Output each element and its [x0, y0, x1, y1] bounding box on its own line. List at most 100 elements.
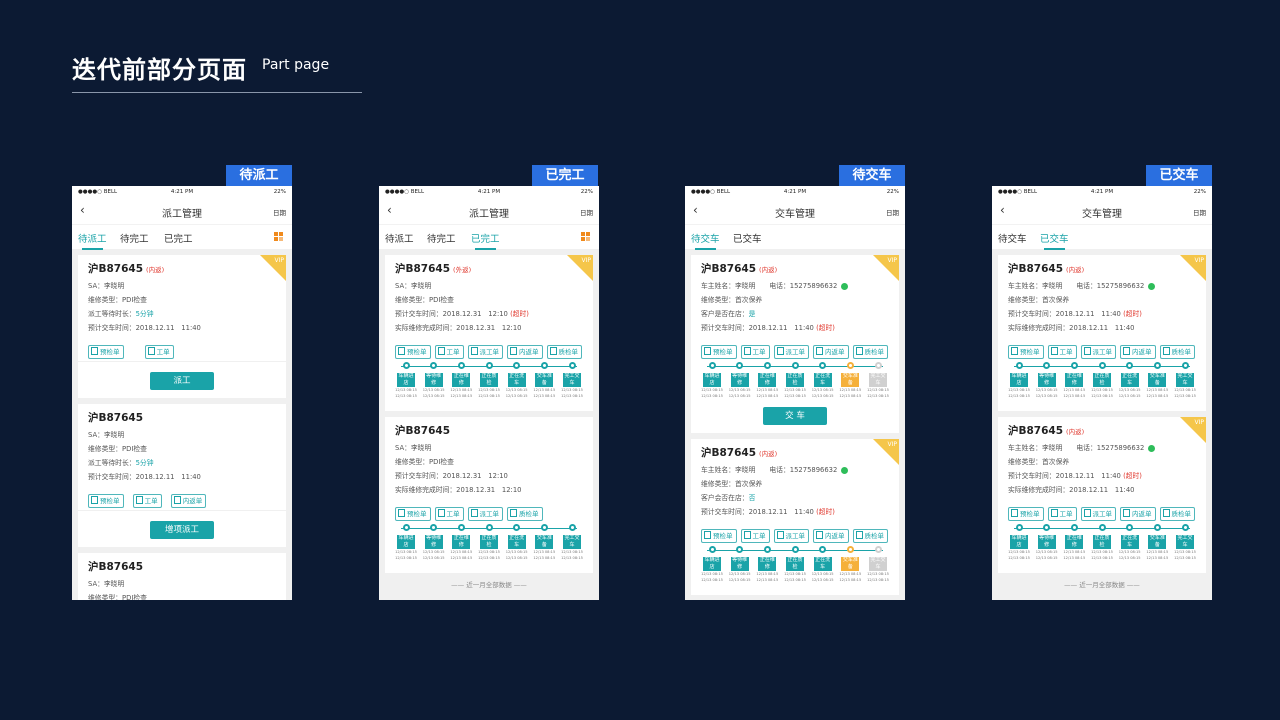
- tab-pending-finish[interactable]: 待完工: [120, 234, 149, 245]
- work-order-button[interactable]: 工单: [740, 345, 770, 359]
- date-filter-button[interactable]: 日期: [1193, 209, 1206, 217]
- phone-icon[interactable]: [1148, 282, 1156, 290]
- stage-time: 12/13 08:15: [450, 394, 473, 398]
- tab-finished[interactable]: 已完工: [471, 231, 500, 250]
- rework-order-button[interactable]: 内返单: [507, 345, 543, 359]
- stage-time: 12/13 08:15: [533, 556, 556, 560]
- stage-dot: [485, 362, 493, 369]
- stage-dot: [1126, 524, 1134, 531]
- stage-time: 12/13 08:15: [1118, 550, 1141, 554]
- dispatch-order-button[interactable]: 派工单: [773, 529, 809, 543]
- back-icon[interactable]: ‹: [387, 203, 392, 217]
- tab-pending-delivery[interactable]: 待交车: [691, 231, 720, 250]
- deliver-button[interactable]: 交 车: [763, 407, 827, 425]
- tab-pending-dispatch[interactable]: 待派工: [385, 234, 414, 245]
- date-filter-button[interactable]: 日期: [273, 209, 286, 217]
- rework-order-button[interactable]: 内返单: [1120, 507, 1156, 521]
- precheck-button[interactable]: 预检单: [1008, 507, 1044, 521]
- stage-label: 完工交车: [869, 373, 887, 387]
- order-card[interactable]: 沪B87645 SA：李晓明 维修类型：PDI检查: [78, 553, 286, 600]
- date-filter-button[interactable]: 日期: [886, 209, 899, 217]
- dispatch-button[interactable]: 派工: [150, 372, 214, 390]
- tab-finished[interactable]: 已完工: [164, 234, 193, 245]
- work-order-button[interactable]: 工单: [740, 529, 770, 543]
- stage-label: 交车准备: [1148, 535, 1167, 549]
- stage-time: 12/13 08:15: [1174, 388, 1196, 392]
- qc-order-button[interactable]: 质检单: [852, 529, 888, 543]
- vip-badge: VIP: [873, 255, 899, 281]
- work-order-button[interactable]: 工单: [1047, 507, 1077, 521]
- grid-icon[interactable]: [274, 232, 283, 241]
- back-icon[interactable]: ‹: [80, 203, 85, 217]
- order-card[interactable]: VIP 沪B87645(外返) SA：李晓明 维修类型：PDI检查 预计交车时间…: [385, 255, 593, 411]
- qc-order-button[interactable]: 质检单: [852, 345, 888, 359]
- add-dispatch-button[interactable]: 增项派工: [150, 521, 214, 539]
- stage-dot: [846, 362, 854, 369]
- order-card[interactable]: VIP 沪B87645(内返) 车主姓名：李晓明电话：15275896632 维…: [998, 255, 1206, 411]
- tab-delivered[interactable]: 已交车: [1040, 231, 1069, 250]
- back-icon[interactable]: ‹: [1000, 203, 1005, 217]
- order-card[interactable]: 沪B87645 SA：李晓明 维修类型：PDI检查 预计交车时间：2018.12…: [385, 417, 593, 573]
- order-card[interactable]: VIP 沪B87645(内返) 车主姓名：李晓明电话：15275896632 维…: [998, 417, 1206, 573]
- stage-time: 12/13 08:15: [728, 578, 751, 582]
- doc-icon: [776, 347, 784, 355]
- dispatch-order-button[interactable]: 派工单: [467, 507, 503, 521]
- stage-time: 12/13 08:15: [784, 394, 806, 398]
- dispatch-order-button[interactable]: 派工单: [1080, 507, 1116, 521]
- phone-icon[interactable]: [1148, 444, 1156, 452]
- work-order-button[interactable]: 工单: [144, 345, 174, 359]
- precheck-button[interactable]: 预检单: [701, 345, 737, 359]
- date-filter-button[interactable]: 日期: [580, 209, 593, 217]
- stage-time: 12/13 08:15: [533, 388, 556, 392]
- stage-time: 12/13 08:15: [728, 572, 751, 576]
- rework-order-button[interactable]: 内返单: [813, 529, 849, 543]
- order-card[interactable]: VIP 沪B87645(内返) 车主姓名：李晓明电话：15275896632 维…: [691, 439, 899, 595]
- stage-label: 正在洗车: [813, 373, 832, 387]
- doc-icon: [173, 496, 181, 504]
- rework-order-button[interactable]: 内返单: [1120, 345, 1156, 359]
- nav-bar: ‹ 派工管理 日期: [72, 198, 292, 224]
- stage-label: 交车准备: [841, 373, 860, 387]
- doc-icon: [91, 496, 98, 504]
- tab-pending-finish[interactable]: 待完工: [427, 234, 456, 245]
- phone-screen-delivery-pending: ●●●●○ BELL 4:21 PM 22% ‹ 交车管理 日期 待交车 已交车…: [685, 186, 905, 600]
- precheck-button[interactable]: 预检单: [1008, 345, 1044, 359]
- dispatch-order-button[interactable]: 派工单: [1080, 345, 1116, 359]
- phone-icon[interactable]: [841, 466, 849, 474]
- stage-label: 车辆进店: [703, 557, 721, 571]
- precheck-button[interactable]: 预检单: [395, 507, 431, 521]
- qc-order-button[interactable]: 质检单: [1159, 345, 1195, 359]
- work-order-button[interactable]: 工单: [434, 507, 464, 521]
- work-order-button[interactable]: 工单: [1047, 345, 1077, 359]
- order-card[interactable]: VIP 沪B87645(内返) SA：李晓明 维修类型：PDI检查 派工等待时长…: [78, 255, 286, 398]
- order-card[interactable]: VIP 沪B87645(内返) 车主姓名：李晓明电话：15275896632 维…: [691, 255, 899, 433]
- qc-order-button[interactable]: 质检单: [546, 345, 582, 359]
- precheck-button[interactable]: 预检单: [88, 494, 124, 508]
- back-icon[interactable]: ‹: [693, 203, 698, 217]
- precheck-button[interactable]: 预检单: [701, 529, 737, 543]
- precheck-button[interactable]: 预检单: [88, 345, 124, 359]
- tab-delivered[interactable]: 已交车: [733, 234, 762, 245]
- rework-order-button[interactable]: 内返单: [813, 345, 849, 359]
- qc-order-button[interactable]: 质检单: [1159, 507, 1195, 521]
- precheck-button[interactable]: 预检单: [395, 345, 431, 359]
- order-card[interactable]: 沪B87645 SA：李晓明 维修类型：PDI检查 派工等待时长：5分钟 预计交…: [78, 404, 286, 547]
- stage-time: 12/13 08:15: [839, 578, 862, 582]
- work-order-button[interactable]: 工单: [434, 345, 464, 359]
- phone-icon[interactable]: [841, 282, 849, 290]
- plate-number: 沪B87645(外返): [395, 263, 472, 275]
- list-footer: —— 近一月全部数据 ——: [451, 581, 527, 589]
- dispatch-order-button[interactable]: 派工单: [467, 345, 503, 359]
- work-order-button[interactable]: 工单: [132, 494, 162, 508]
- qc-order-button[interactable]: 质检单: [507, 507, 543, 521]
- rework-order-button[interactable]: 内返单: [170, 494, 207, 508]
- grid-icon[interactable]: [581, 232, 590, 241]
- dispatch-order-button[interactable]: 派工单: [773, 345, 809, 359]
- tab-pending-dispatch[interactable]: 待派工: [78, 231, 107, 250]
- tab-pending-delivery[interactable]: 待交车: [998, 234, 1027, 245]
